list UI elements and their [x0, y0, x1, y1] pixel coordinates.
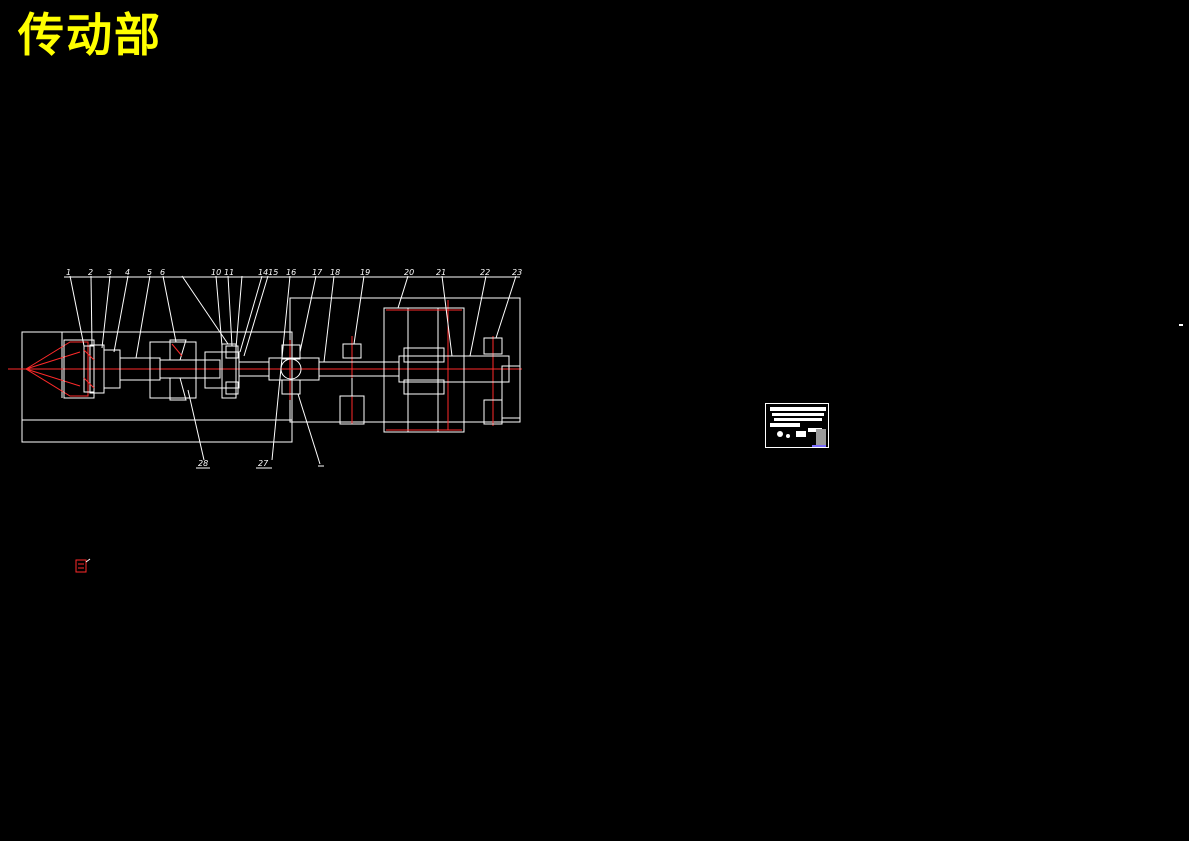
part-label: 18 [330, 268, 340, 277]
centerline [8, 300, 522, 430]
part-label: 19 [360, 268, 370, 277]
part-label: 1 [66, 268, 71, 277]
part-label: 20 [404, 268, 414, 277]
part-label: 10 [211, 268, 221, 277]
part-label: 23 [512, 268, 522, 277]
base-frame [21, 297, 521, 443]
drawing-title: 传动部 [18, 8, 162, 62]
bearings [83, 337, 521, 425]
part-labels-bottom: 28 27 [196, 459, 324, 469]
part-label: 2 [88, 268, 93, 277]
part-label: 11 [224, 268, 234, 277]
part-label: 4 [125, 268, 130, 277]
part-label: 16 [286, 268, 296, 277]
part-label: 27 [258, 459, 269, 468]
part-label: 17 [312, 268, 323, 277]
part-label: 1415 [258, 268, 278, 277]
part-label: 6 [160, 268, 165, 277]
part-label: 28 [198, 459, 208, 468]
thumb-accent-bar [812, 445, 826, 447]
drum [383, 307, 465, 433]
thumbnail-preview [765, 403, 829, 448]
small-red-icon [75, 558, 91, 573]
gear [169, 339, 187, 401]
part-labels-top: 1 2 3 4 5 6 10 11 1415 16 17 18 19 20 21… [66, 268, 522, 277]
edge-marker [1179, 324, 1183, 326]
part-label: 3 [107, 268, 112, 277]
part-label: 22 [480, 268, 490, 277]
thumbnail-graphic [770, 407, 826, 447]
part-label: 5 [147, 268, 152, 277]
part-label: 21 [436, 268, 446, 277]
leader-lines [69, 275, 517, 465]
